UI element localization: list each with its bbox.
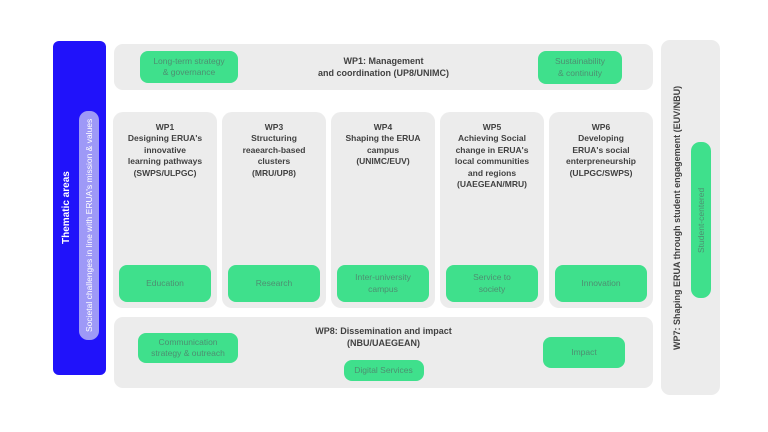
wp1-column-title: WP1 Designing ERUA's innovative learning… [127,122,203,178]
wp3-column-title: WP3 Structuring reaearch-based clusters … [242,122,306,178]
wp1-management-panel: Long-term strategy & governance WP1: Man… [114,44,653,90]
student-centered-badge: Student-centered [691,142,711,298]
wp5-social-change-column: WP5 Achieving Social change in ERUA's lo… [440,112,544,308]
wp7-student-engagement-bar: WP7: Shaping ERUA through student engage… [661,40,720,395]
innovation-badge: Innovation [555,265,647,302]
societal-challenges-label: Societal challenges in line with ERUA's … [84,118,94,333]
long-term-strategy-badge: Long-term strategy & governance [140,51,238,83]
thematic-areas-label: Thematic areas [61,171,72,245]
wp7-title: WP7: Shaping ERUA through student engage… [672,85,682,350]
thematic-areas-bar: Thematic areas Societal challenges in li… [53,41,106,375]
education-badge: Education [119,265,211,302]
wp1-management-title: WP1: Management and coordination (UP8/UN… [318,55,449,78]
research-badge: Research [228,265,320,302]
sustainability-badge: Sustainability & continuity [538,51,622,84]
impact-badge: Impact [543,337,625,368]
student-centered-label: Student-centered [696,187,706,253]
wp-columns-row: WP1 Designing ERUA's innovative learning… [113,112,653,308]
wp5-column-title: WP5 Achieving Social change in ERUA's lo… [454,122,530,190]
wp3-research-column: WP3 Structuring reaearch-based clusters … [222,112,326,308]
inter-university-campus-badge: Inter-university campus [337,265,429,302]
wp8-dissemination-title: WP8: Dissemination and impact (NBU/UAEGE… [315,326,452,349]
wp4-campus-column: WP4 Shaping the ERUA campus (UNIMC/EUV) … [331,112,435,308]
wp6-entrepreneurship-column: WP6 Developing ERUA's social enterpreneu… [549,112,653,308]
communication-strategy-badge: Communication strategy & outreach [138,333,238,363]
wp1-education-column: WP1 Designing ERUA's innovative learning… [113,112,217,308]
wp6-column-title: WP6 Developing ERUA's social enterpreneu… [566,122,636,178]
societal-challenges-badge: Societal challenges in line with ERUA's … [79,111,99,340]
wp4-column-title: WP4 Shaping the ERUA campus (UNIMC/EUV) [345,122,421,167]
digital-services-badge: Digital Services [343,360,424,381]
wp8-dissemination-panel: WP8: Dissemination and impact (NBU/UAEGE… [114,317,653,388]
service-to-society-badge: Service to society [446,265,538,302]
